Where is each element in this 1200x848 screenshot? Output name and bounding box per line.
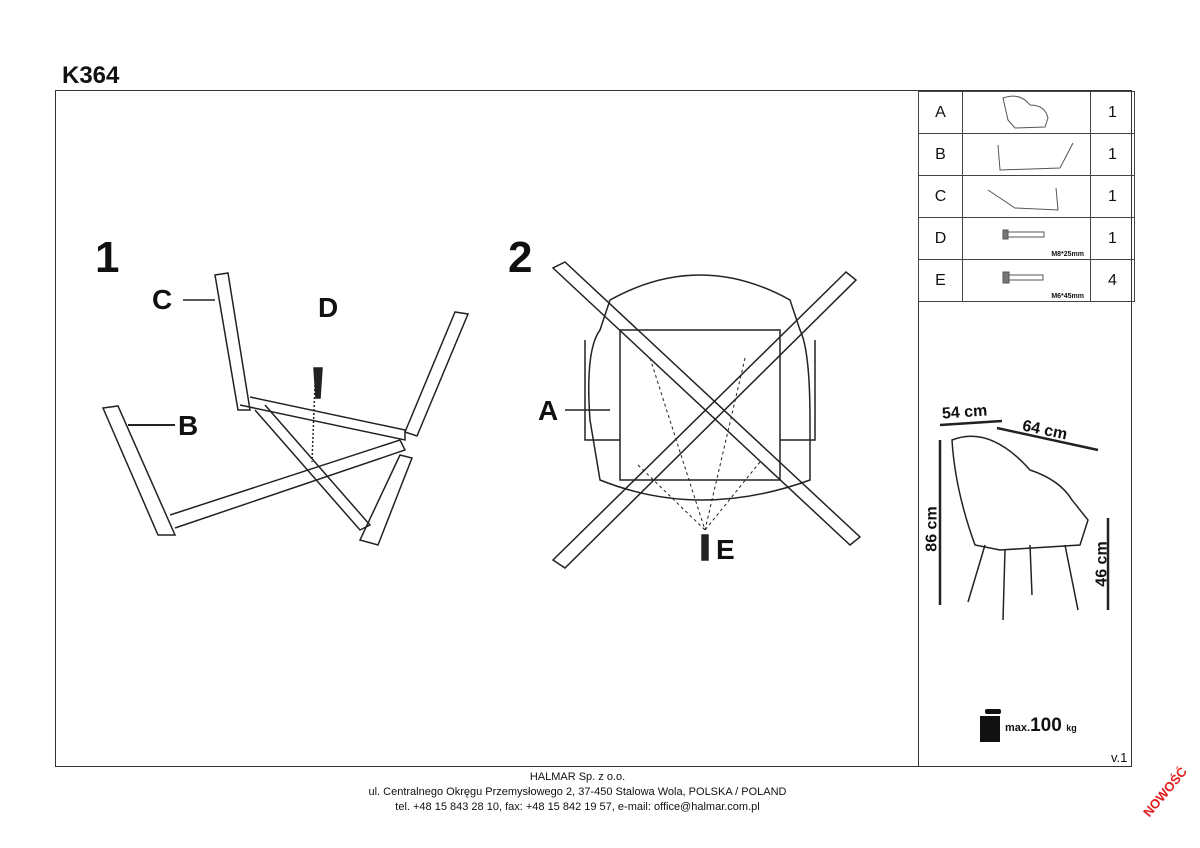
part-image-bolt-e: M6*45mm (962, 259, 1091, 302)
product-code: K364 (62, 62, 120, 89)
part-letter: B (918, 133, 963, 176)
step-number-2: 2 (508, 233, 533, 282)
footer-company: HALMAR Sp. z o.o. (529, 771, 626, 783)
part-image-bolt-d: M8*25mm (962, 217, 1091, 260)
max-load: max.100 kg (1005, 715, 1077, 737)
height-dimension: 86 cm (923, 506, 941, 552)
part-qty: 1 (1090, 175, 1135, 218)
instruction-frame (55, 90, 1132, 767)
max-load-value: 100 (1030, 715, 1062, 736)
width-dimension: 54 cm (941, 402, 988, 423)
label-d: D (318, 292, 339, 323)
max-load-unit: kg (1066, 723, 1077, 733)
seat-height-dimension: 46 cm (1093, 541, 1111, 587)
weight-icon (980, 709, 1001, 742)
label-e: E (716, 534, 735, 565)
footer: HALMAR Sp. z o.o. ul. Centralnego Okręgu… (0, 770, 1155, 815)
footer-contact: tel. +48 15 843 28 10, fax: +48 15 842 1… (395, 801, 760, 813)
footer-address: ul. Centralnego Okręgu Przemysłowego 2, … (368, 786, 787, 798)
max-load-prefix: max. (1005, 722, 1031, 734)
dimension-chair-drawing (938, 419, 1110, 621)
label-a: A (538, 395, 559, 426)
part-image-frame-c (962, 175, 1091, 218)
part-qty: 4 (1090, 259, 1135, 302)
part-spec: M6*45mm (1051, 293, 1084, 300)
part-qty: 1 (1090, 133, 1135, 176)
part-image-seat (962, 91, 1091, 134)
part-letter: D (918, 217, 963, 260)
step-number-1: 1 (95, 233, 120, 282)
label-b: B (178, 410, 199, 441)
step1-frame-drawing (101, 272, 470, 546)
label-c: C (152, 284, 173, 315)
version: v.1 (1111, 750, 1128, 765)
step2-chair-drawing (551, 261, 862, 569)
part-qty: 1 (1090, 91, 1135, 134)
panel-divider (918, 90, 919, 767)
part-spec: M8*25mm (1051, 251, 1084, 258)
